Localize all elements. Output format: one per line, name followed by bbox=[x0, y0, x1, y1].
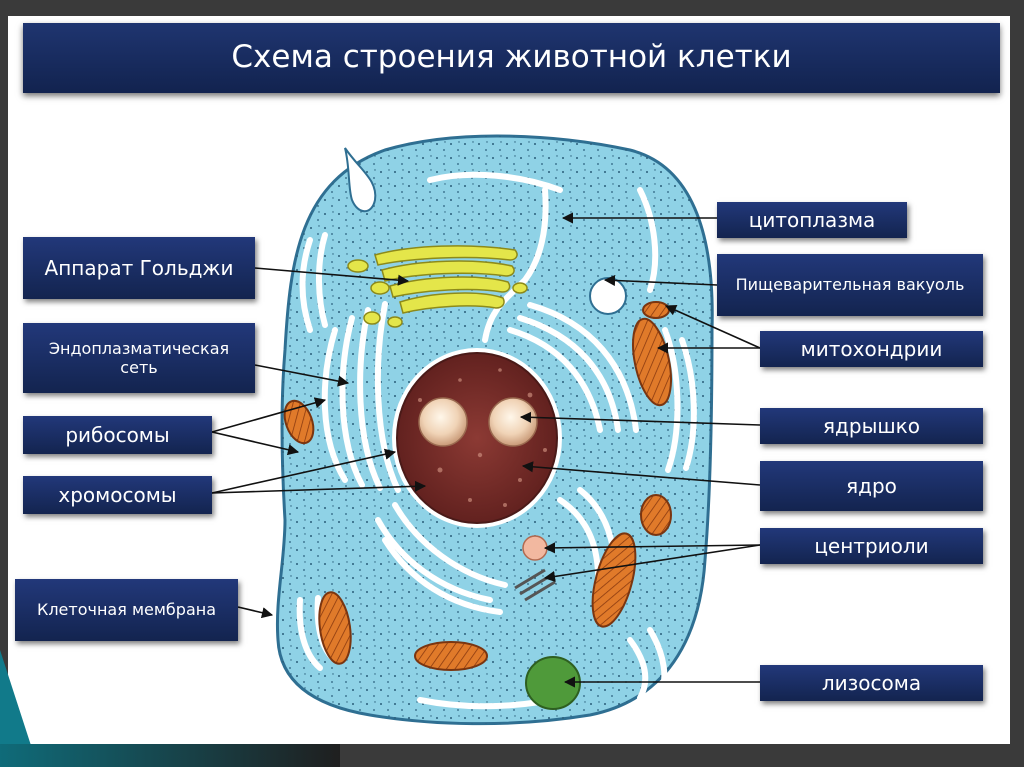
label-chromosomes: хромосомы bbox=[23, 476, 212, 514]
endoplasmic-reticulum bbox=[296, 171, 697, 710]
golgi-apparatus bbox=[347, 245, 528, 328]
lysosome bbox=[525, 656, 581, 710]
page-title: Схема строения животной клетки bbox=[23, 23, 1000, 93]
label-lysosome: лизосома bbox=[760, 665, 983, 701]
centrioles bbox=[514, 535, 556, 602]
nucleolus-right bbox=[488, 397, 538, 447]
label-ribosomes: рибосомы bbox=[23, 416, 212, 454]
label-digestive-vacuole: Пищеварительная вакуоль bbox=[717, 254, 983, 316]
label-centrioles: центриоли bbox=[760, 528, 983, 564]
pointer-arrows bbox=[211, 212, 761, 688]
mitochondrion bbox=[414, 641, 488, 671]
bottom-decoration bbox=[0, 744, 340, 767]
mitochondria-group bbox=[283, 301, 672, 671]
label-cell-membrane: Клеточная мембрана bbox=[15, 579, 238, 641]
mitochondrion bbox=[632, 317, 672, 407]
mitochondrion bbox=[283, 399, 315, 445]
label-nucleus: ядро bbox=[760, 461, 983, 511]
label-cytoplasm: цитоплазма bbox=[717, 202, 907, 238]
digestive-vacuole bbox=[589, 277, 627, 315]
mitochondrion bbox=[318, 591, 352, 665]
nucleus bbox=[392, 348, 562, 528]
mitochondrion bbox=[591, 532, 637, 628]
label-nucleolus: ядрышко bbox=[760, 408, 983, 444]
nucleolus-left bbox=[418, 397, 468, 447]
label-mitochondria: митохондрии bbox=[760, 331, 983, 367]
mitochondrion bbox=[642, 301, 670, 319]
label-endoplasmic-reticulum: Эндоплазматическая сеть bbox=[23, 323, 255, 393]
label-golgi: Аппарат Гольджи bbox=[23, 237, 255, 299]
mitochondrion bbox=[640, 494, 672, 536]
